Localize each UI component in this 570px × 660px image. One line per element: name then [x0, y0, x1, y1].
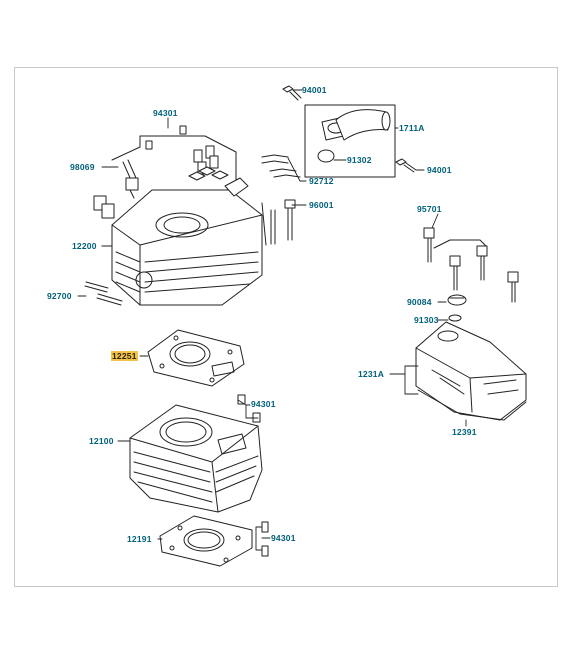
part-label-96001: 96001 [309, 200, 334, 210]
diagram-frame [14, 67, 558, 587]
part-label-94301-mid: 94301 [251, 399, 276, 409]
dowel-94301-top [145, 125, 187, 150]
part-label-94301-bot: 94301 [271, 533, 296, 543]
part-label-12100: 12100 [89, 436, 114, 446]
base-gasket-12191 [159, 515, 253, 567]
part-label-12191: 12191 [127, 534, 152, 544]
cam-chain-guide [93, 195, 115, 219]
part-label-94001-top: 94001 [302, 85, 327, 95]
part-label-1231a: 1231A [358, 369, 385, 379]
part-label-98069: 98069 [70, 162, 95, 172]
dowel-94301-bot [261, 521, 269, 557]
part-label-91302: 91302 [347, 155, 372, 165]
cylinder-head-bracket [111, 135, 237, 198]
intake-manifold-illustration [304, 104, 396, 178]
part-label-12391: 12391 [452, 427, 477, 437]
valve-seals-92712 [261, 154, 301, 178]
dowel-pins-92700 [84, 281, 123, 306]
head-gasket-12251 [147, 329, 245, 387]
spark-plug-98069 [122, 159, 139, 199]
part-label-95701: 95701 [417, 204, 442, 214]
part-label-92700: 92700 [47, 291, 72, 301]
part-label-91303: 91303 [414, 315, 439, 325]
part-label-12251[interactable]: 12251 [111, 351, 138, 361]
dowel-94301-mid [237, 394, 261, 423]
cover-gasket-12391 [417, 389, 527, 421]
bolt-94001-top [282, 85, 302, 101]
cylinder-head-12200 [111, 177, 263, 306]
head-cover-1231a [415, 321, 527, 421]
part-label-92712: 92712 [309, 176, 334, 186]
part-label-1711a: 1711A [399, 123, 425, 133]
part-label-90084: 90084 [407, 297, 432, 307]
o-ring-91303 [448, 314, 462, 322]
valve-guides [188, 145, 229, 181]
part-label-94301-top: 94301 [153, 108, 178, 118]
bolt-94001-mid [395, 158, 417, 173]
stud-bolt-96001 [261, 199, 296, 246]
cover-bolts-95701 [423, 227, 519, 303]
oil-filler-cap-90084 [447, 294, 467, 306]
part-label-94001-mid: 94001 [427, 165, 452, 175]
part-label-12200: 12200 [72, 241, 97, 251]
leader-lines [77, 89, 467, 551]
cylinder-12100 [129, 404, 263, 513]
